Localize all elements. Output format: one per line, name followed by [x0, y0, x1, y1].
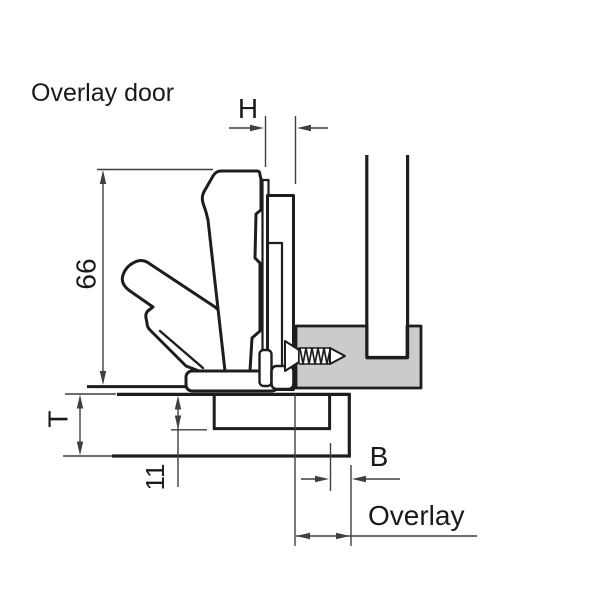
label-b: B — [370, 441, 389, 472]
dimension-lines — [63, 116, 477, 546]
dim-overlay-lines — [294, 394, 477, 546]
hinge-lever-foot-edge — [158, 329, 205, 370]
plate-foot-large — [270, 364, 295, 391]
mounting-plate-inner-edge — [266, 241, 284, 369]
screw-threads — [299, 347, 331, 365]
label-11: 11 — [140, 464, 170, 491]
arrow-t-bottom — [76, 441, 84, 456]
hinge-cup-bore — [212, 395, 332, 431]
dim-b-lines — [301, 443, 400, 546]
arrow-66-top — [99, 170, 107, 184]
dimension-arrowheads — [76, 124, 366, 540]
arrow-b-right — [352, 475, 366, 483]
arrow-b-left — [315, 475, 329, 483]
page-title: Overlay door — [31, 79, 174, 107]
door-section — [87, 385, 351, 458]
dim-h-lines — [229, 116, 328, 184]
arrow-11-bottom — [174, 415, 182, 430]
label-overlay: Overlay — [368, 500, 464, 531]
fixing-screw — [284, 340, 346, 372]
arrow-h-right — [297, 124, 311, 132]
dim-t-lines — [63, 393, 116, 457]
dim-66-lines — [97, 168, 213, 372]
hinge-arm — [200, 169, 263, 373]
arrow-h-left — [250, 124, 264, 132]
arrow-66-bottom — [99, 371, 107, 385]
label-66: 66 — [71, 258, 102, 289]
arrow-overlay-right — [336, 532, 350, 540]
label-h: H — [238, 93, 258, 124]
arrow-overlay-left — [296, 532, 310, 540]
arrow-11-top — [174, 395, 182, 410]
screw-tip — [329, 347, 346, 365]
arrow-t-top — [76, 394, 84, 409]
hinge-assembly — [120, 169, 346, 393]
cabinet-section — [294, 155, 423, 390]
diagram-labels: Overlay door H 66 T 11 B Overlay — [31, 79, 464, 531]
plate-foot-small — [258, 348, 273, 388]
label-t: T — [43, 410, 74, 427]
